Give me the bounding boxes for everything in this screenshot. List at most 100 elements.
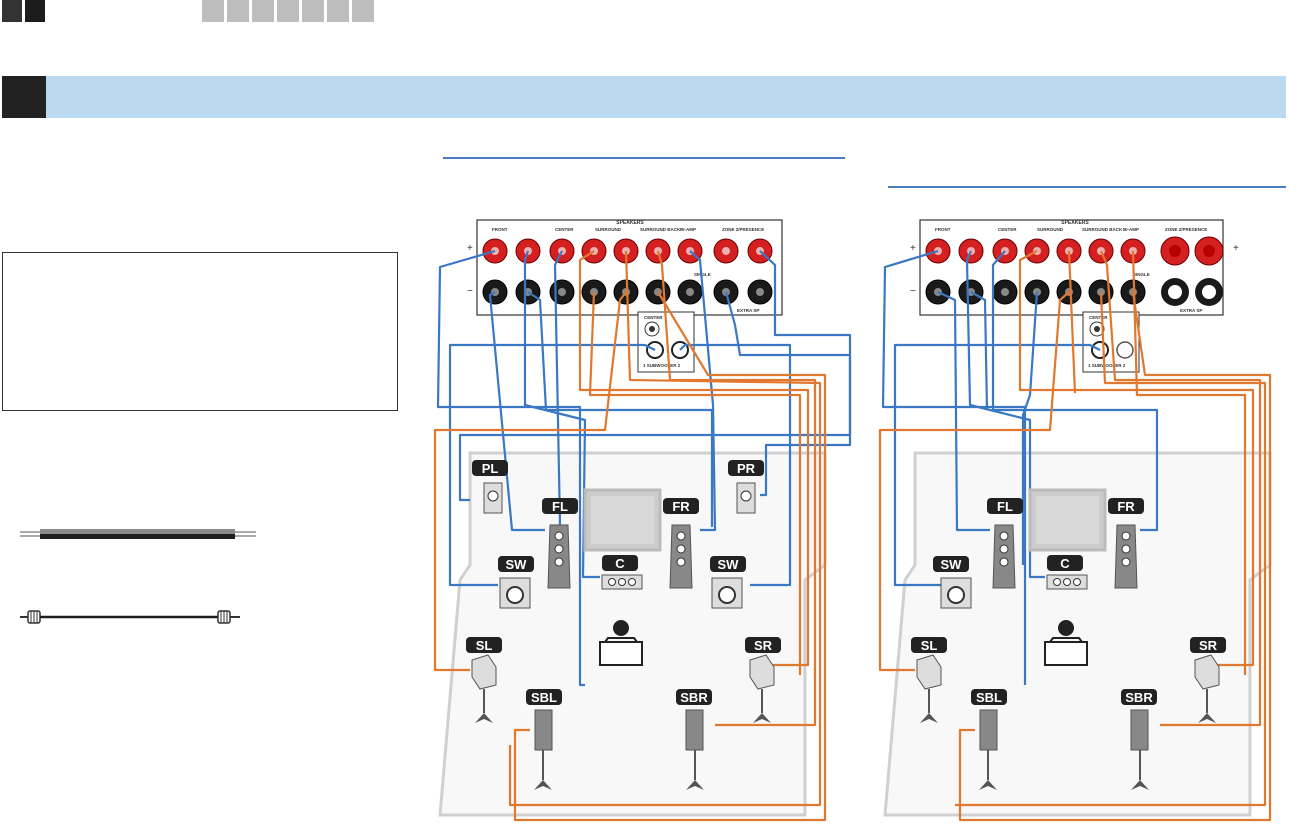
- wire-sr-minus: [1131, 250, 1247, 675]
- speaker-sw-label: SW: [941, 557, 963, 572]
- wire-front-minus: [527, 291, 714, 527]
- nav-tab-4[interactable]: [227, 0, 249, 22]
- speaker-pr-label: PR: [737, 461, 756, 476]
- wire-fl-minus: [937, 291, 990, 532]
- speaker-cable-icon: [20, 529, 256, 539]
- speaker-wires: [433, 249, 852, 822]
- terminal-label-front: FRONT: [492, 227, 508, 232]
- svg-text:+: +: [467, 243, 473, 254]
- wire-surround-left: [878, 291, 1070, 672]
- note-box: [2, 252, 398, 411]
- listener-icon: [599, 620, 643, 666]
- speaker-wires: [878, 249, 1272, 822]
- speaker-sbr: SBR: [676, 689, 712, 790]
- speaker-c-label: C: [615, 556, 625, 571]
- terminal-label-zone2: ZONE 2/PRESENCE: [722, 227, 764, 232]
- speaker-sr-label: SR: [1199, 638, 1218, 653]
- preout-center-label: CENTER: [644, 315, 663, 320]
- speaker-sbr: SBR: [1121, 689, 1157, 790]
- wire-front-left-plus: [436, 249, 585, 687]
- nav-tab-5[interactable]: [252, 0, 274, 22]
- speaker-fl-label: FL: [997, 499, 1013, 514]
- terminal-label-center: CENTER: [555, 227, 574, 232]
- amp-header-label: SPEAKERS: [1061, 220, 1089, 226]
- wire-c-minus: [1021, 291, 1039, 565]
- speaker-c: C: [601, 555, 643, 590]
- nav-tab-3[interactable]: [202, 0, 224, 22]
- svg-text:−: −: [910, 286, 916, 297]
- speaker-sw: SW: [933, 556, 972, 609]
- speaker-sw-right-label: SW: [718, 557, 740, 572]
- terminal-label-surround-back: SURROUND BACK: [1082, 227, 1123, 232]
- wire-sr-minus: [588, 291, 802, 675]
- speaker-c-label: C: [1060, 556, 1070, 571]
- terminal-label-center: CENTER: [998, 227, 1017, 232]
- wire-sb-minus: [508, 250, 822, 807]
- subwoofer-cable-icon: [20, 610, 240, 624]
- speaker-sl-label: SL: [921, 638, 938, 653]
- speaker-sr-label: SR: [754, 638, 773, 653]
- wire-sw-left: [448, 343, 656, 587]
- subwoofer-jack-2: [1116, 341, 1134, 359]
- speaker-pr: PR: [728, 460, 764, 514]
- diagram-left: SPEAKERS FRONT CENTER SURROUND SURROUND …: [433, 219, 852, 822]
- speaker-fr-label: FR: [672, 499, 690, 514]
- wire-sw-right: [679, 343, 792, 587]
- terminal-label-surround: SURROUND: [1037, 227, 1064, 232]
- speaker-fr: FR: [663, 498, 699, 589]
- svg-text:+: +: [910, 243, 916, 254]
- single-label: SINGLE: [1133, 272, 1150, 277]
- nav-tab-6[interactable]: [277, 0, 299, 22]
- terminal-label-surround: SURROUND: [595, 227, 622, 232]
- nav-tab-1[interactable]: [2, 0, 22, 22]
- terminal-label-zone2: ZONE 2/PRESENCE: [1165, 227, 1207, 232]
- speaker-c: C: [1046, 555, 1088, 590]
- nav-tab-9[interactable]: [352, 0, 374, 22]
- preout-subwoofer-label: 1 SUBWOOFER 2: [643, 363, 681, 368]
- wire-sb-minus: [955, 291, 1267, 807]
- wire-pl: [458, 291, 852, 502]
- speaker-sr: SR: [745, 637, 781, 723]
- terminal-label-bi-amp: BI-AMP: [1123, 227, 1139, 232]
- amp-header-label: SPEAKERS: [616, 220, 644, 226]
- speaker-fl: FL: [542, 498, 578, 589]
- wire-sbr: [1099, 250, 1262, 727]
- speaker-sbl-label: SBL: [976, 690, 1002, 705]
- speaker-sl: SL: [466, 637, 502, 723]
- terminal-label-front: FRONT: [935, 227, 951, 232]
- speaker-sw-left-label: SW: [506, 557, 528, 572]
- wire-fr: [689, 250, 717, 532]
- svg-text:−: −: [467, 286, 473, 297]
- speaker-sbl-label: SBL: [531, 690, 557, 705]
- speaker-fr-label: FR: [1117, 499, 1135, 514]
- amp-terminal-panel: SPEAKERS FRONT CENTER SURROUND SURROUND …: [467, 219, 783, 373]
- speaker-sbl: SBL: [526, 689, 562, 790]
- preout-center-label: CENTER: [1089, 315, 1108, 320]
- listener-icon: [1044, 620, 1088, 666]
- speaker-sr: SR: [1190, 637, 1226, 723]
- wire-fl-minus: [488, 291, 545, 532]
- wire-center: [965, 250, 1045, 579]
- nav-tab-2[interactable]: [25, 0, 45, 22]
- cable-illustrations: [20, 529, 256, 624]
- speaker-pl-label: PL: [482, 461, 499, 476]
- extra-sp-label: EXTRA SP: [1180, 308, 1202, 313]
- speaker-fr: FR: [1108, 498, 1144, 589]
- negative-terminals: [482, 279, 773, 305]
- speaker-fl: FL: [987, 498, 1023, 589]
- speaker-sl: SL: [911, 637, 947, 723]
- wire-front-minus: [970, 291, 989, 411]
- diagram-right: SPEAKERS FRONT CENTER SURROUND SURROUND …: [878, 219, 1272, 822]
- terminal-label-bi-amp: BI-AMP: [680, 227, 696, 232]
- extra-sp-label: EXTRA SP: [737, 308, 759, 313]
- speaker-sbr-label: SBR: [680, 690, 708, 705]
- svg-text:+: +: [1233, 243, 1239, 254]
- wire-surround-right: [578, 250, 810, 667]
- speaker-sw-left: SW: [498, 556, 534, 609]
- wire-fr: [991, 250, 1159, 532]
- diagram-left-title-rule: [443, 157, 845, 159]
- nav-tab-7[interactable]: [302, 0, 324, 22]
- nav-tab-8[interactable]: [327, 0, 349, 22]
- terminal-label-surround-back: SURROUND BACK: [640, 227, 681, 232]
- wire-sbl: [958, 291, 1272, 822]
